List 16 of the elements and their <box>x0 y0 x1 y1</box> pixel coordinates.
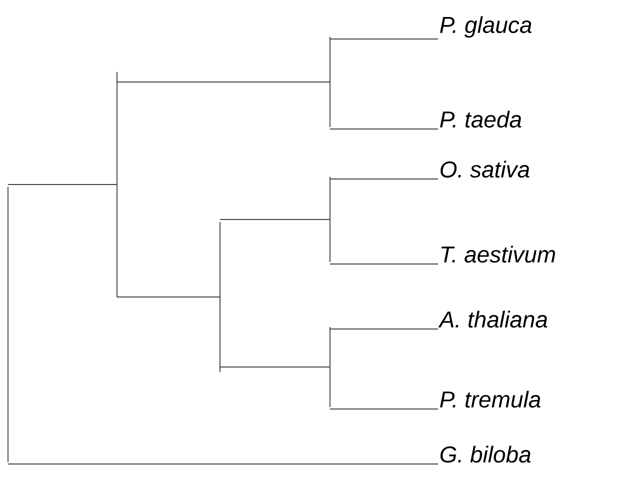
taxon-label: O. sativa <box>440 160 530 178</box>
branch-line <box>330 408 438 410</box>
taxon-label: G. biloba <box>440 446 531 463</box>
taxon-label: T. aestivum <box>441 246 556 263</box>
branch-line <box>220 366 330 368</box>
taxon-label: P. glauca <box>440 16 532 38</box>
taxon-label: A. thaliana <box>438 310 548 328</box>
branch-line <box>220 219 330 220</box>
branch-line <box>116 296 220 298</box>
taxon-label: P. tremula <box>440 390 540 408</box>
branch-line <box>330 128 438 130</box>
branch-line <box>330 328 438 330</box>
taxon-label: P. taeda <box>440 110 522 128</box>
branch-line <box>330 178 438 180</box>
branch-line <box>330 38 438 40</box>
branch-line <box>8 184 117 185</box>
